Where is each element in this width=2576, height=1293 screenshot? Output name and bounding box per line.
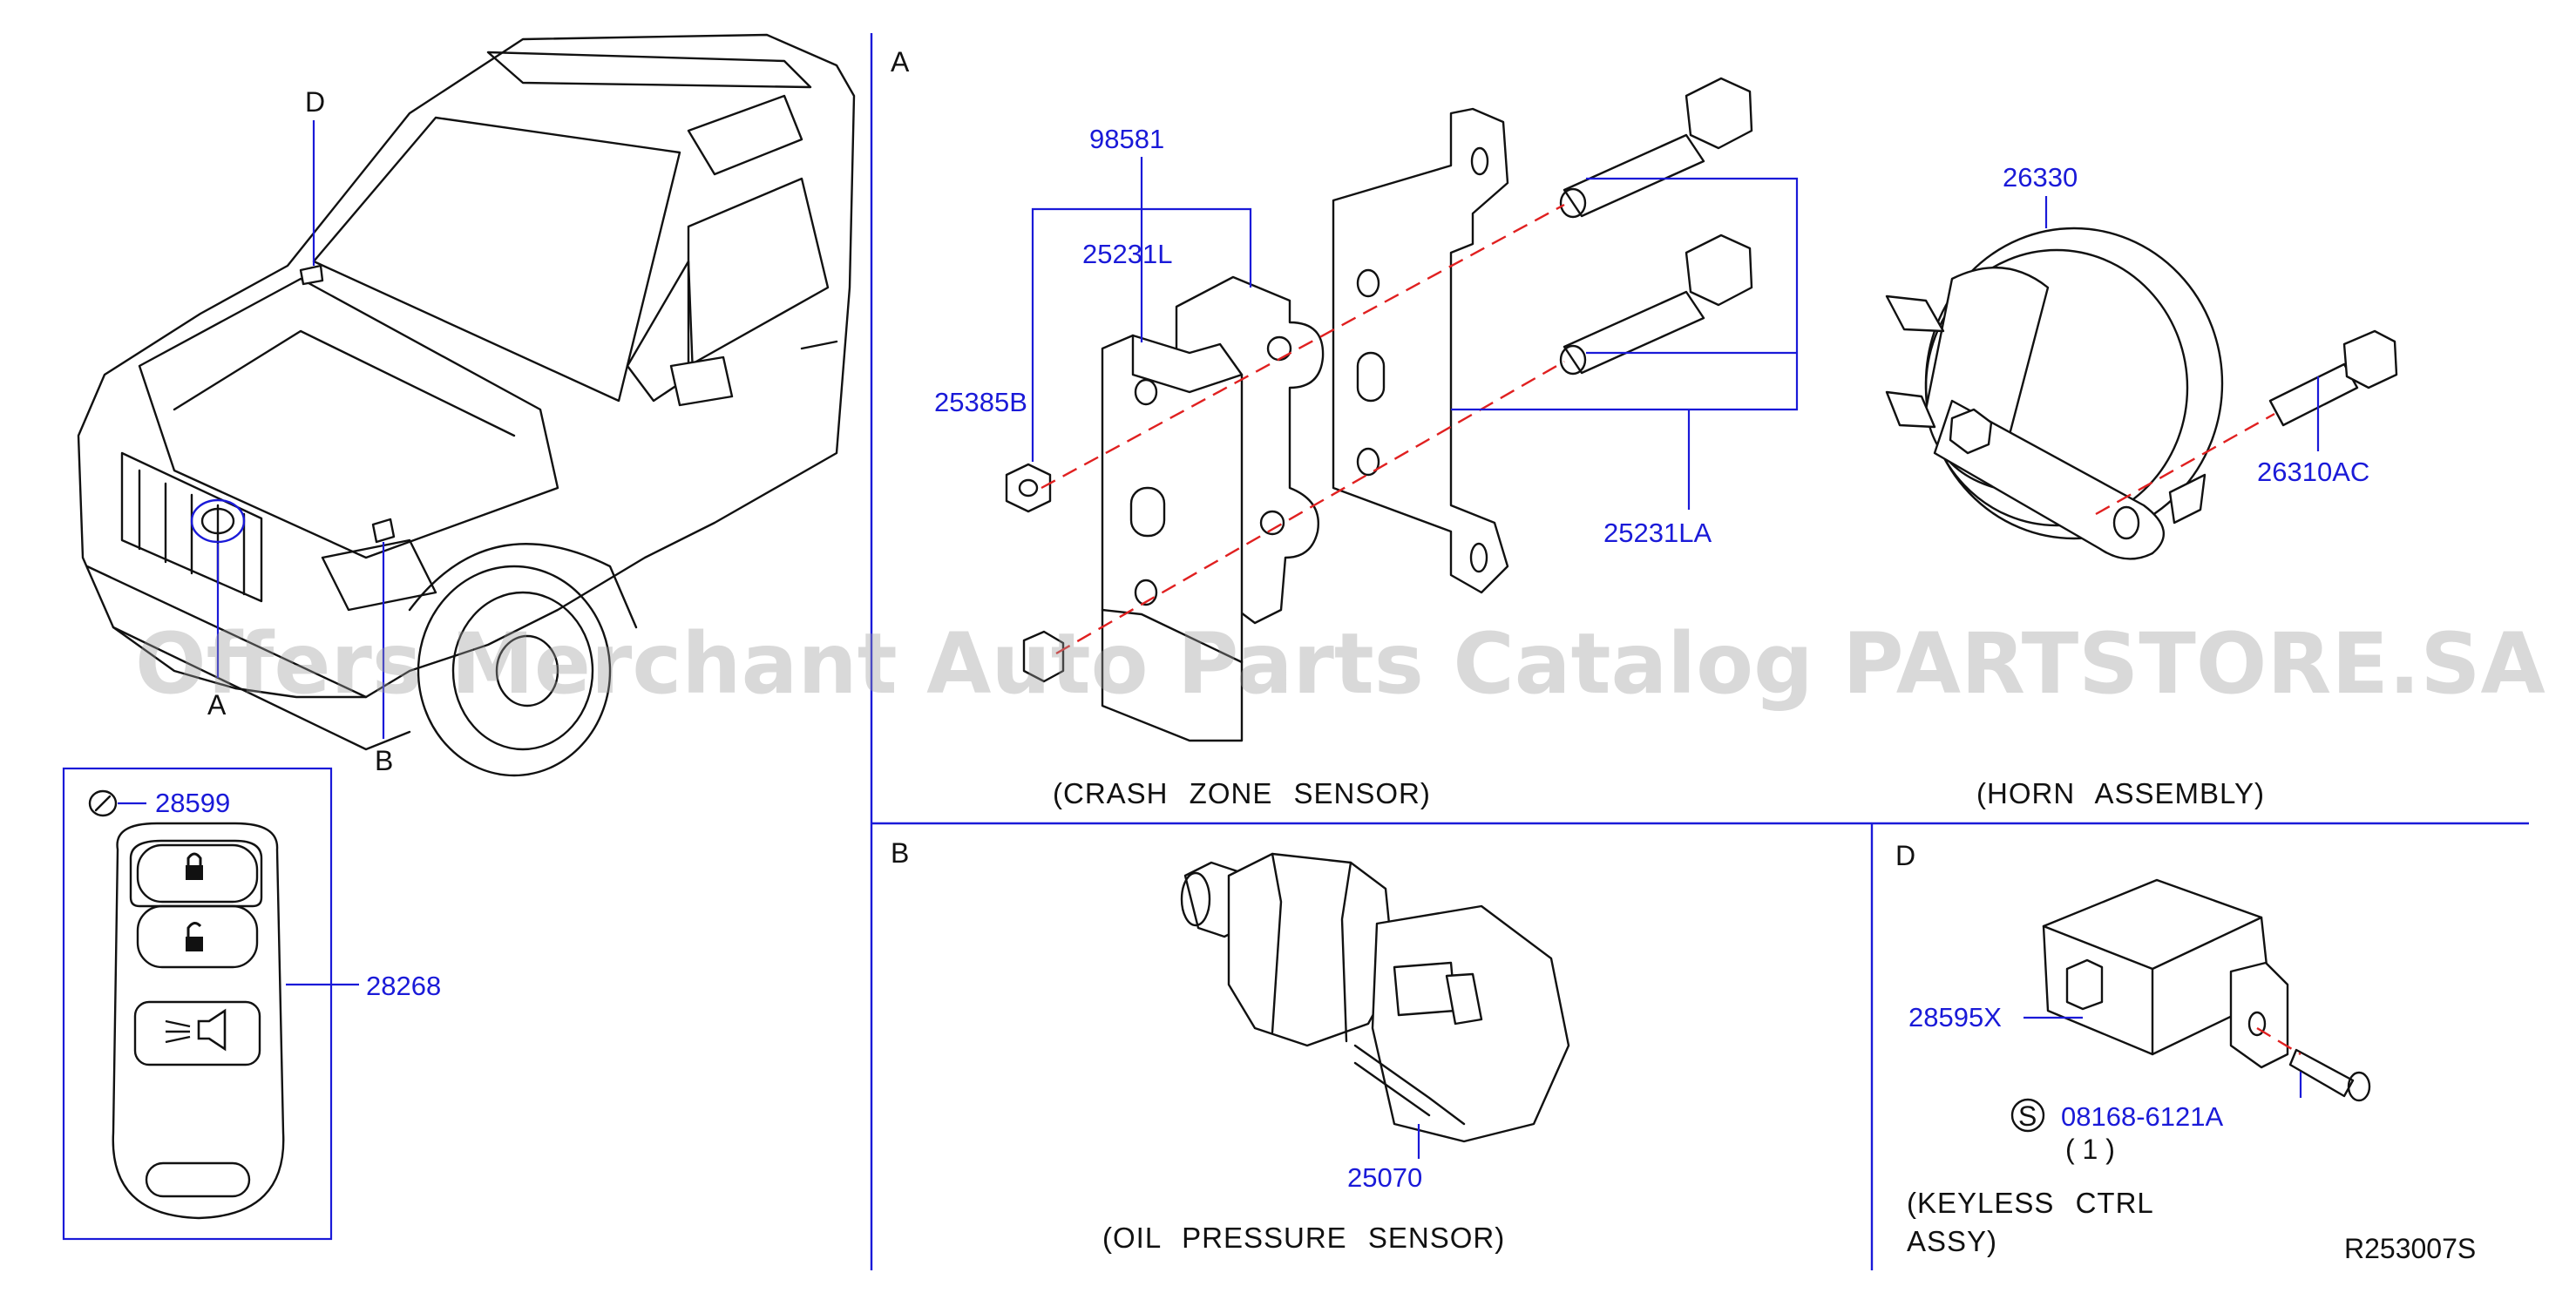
part-number-26310ac[interactable]: 26310AC [2257,457,2369,487]
caption-crash-zone-sensor: (CRASH ZONE SENSOR) [1053,777,1431,809]
callout-d: D [305,86,325,118]
quantity-label: ( 1 ) [2065,1134,2115,1165]
diagram-reference-number: R253007S [2344,1233,2476,1264]
caption-keyless-ctrl-line1: (KEYLESS CTRL [1907,1187,2154,1219]
section-label-a: A [891,46,910,78]
keyless-callout-leaders [2010,1016,2302,1133]
part-number-28268[interactable]: 28268 [366,971,441,1001]
callout-b: B [375,745,393,776]
keyless-ctrl-assy-drawing [2042,878,2371,1102]
horn-assembly-drawing [1885,227,2398,560]
part-number-25231la[interactable]: 25231LA [1603,518,1712,548]
part-number-28595x[interactable]: 28595X [1908,1002,2002,1032]
part-number-25070[interactable]: 25070 [1347,1162,1422,1193]
section-label-b: B [891,837,909,869]
lock-icon [186,852,203,880]
caption-oil-pressure-sensor: (OIL PRESSURE SENSOR) [1102,1222,1505,1254]
caption-horn-assembly: (HORN ASSEMBLY) [1976,777,2265,809]
part-number-25231l[interactable]: 25231L [1082,239,1172,269]
oil-pressure-sensor-drawing [1180,852,1570,1143]
caption-keyless-ctrl-line2: ASSY) [1907,1225,1997,1257]
s-symbol: S [2018,1100,2037,1132]
part-number-08168-6121a[interactable]: 08168-6121A [2061,1101,2223,1132]
key-fob-panel [62,767,359,1241]
panic-horn-icon [165,1008,227,1052]
section-dividers [870,33,2529,1270]
vehicle-overview-drawing [77,33,856,777]
part-number-28599[interactable]: 28599 [155,788,230,818]
callout-a: A [207,689,227,721]
vehicle-callout-leaders [216,120,385,739]
section-label-d: D [1895,840,1915,871]
part-number-25385b[interactable]: 25385B [934,387,1027,417]
unlock-icon [186,922,203,951]
horn-callout-leaders [2044,196,2320,451]
part-number-26330[interactable]: 26330 [2003,162,2078,193]
watermark-text: Offers Merchant Auto Parts Catalog PARTS… [135,615,2545,713]
crash-zone-sensor-drawing [1005,77,1753,742]
part-number-98581[interactable]: 98581 [1089,124,1164,154]
crash-zone-callout-leaders [1031,157,1799,510]
